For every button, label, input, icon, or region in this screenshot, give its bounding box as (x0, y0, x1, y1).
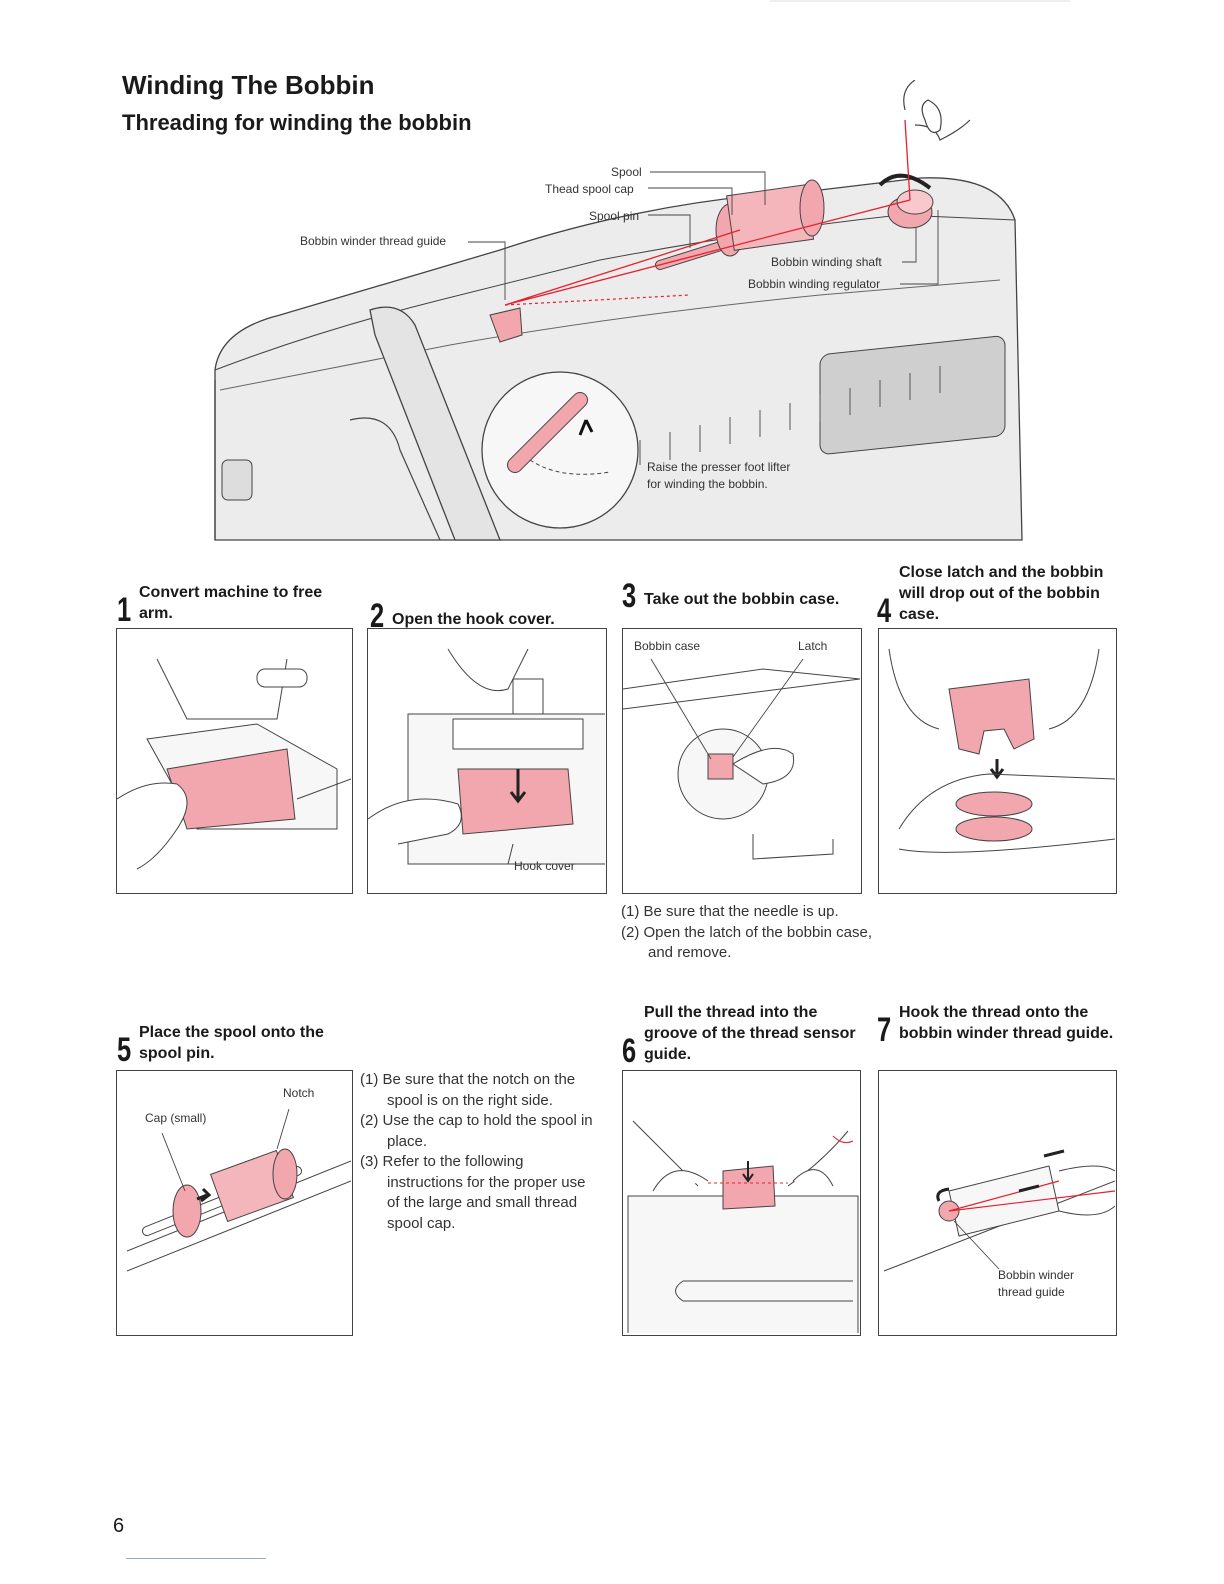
step-7-illustration: Bobbin winder thread guide (878, 1070, 1117, 1336)
label-guide-line1: Bobbin winder (998, 1268, 1075, 1282)
step-number: 2 (370, 597, 385, 635)
step-number: 4 (877, 592, 892, 630)
step-text: Hook the thread onto the bobbin winder t… (899, 1004, 1114, 1042)
step-text: Pull the thread into the groove of the t… (644, 1004, 856, 1063)
step-7-heading: 7 Hook the thread onto the bobbin winder… (877, 1002, 1117, 1049)
label-notch: Notch (283, 1086, 315, 1100)
label-bobbin-winding-shaft: Bobbin winding shaft (771, 255, 882, 269)
step-2-heading: 2 Open the hook cover. (370, 597, 610, 635)
note-item: (1) Be sure that the notch on the spool … (360, 1071, 576, 1109)
label-spool: Spool (611, 165, 642, 179)
step-text: Convert machine to free arm. (139, 584, 323, 622)
step-text: Close latch and the bobbin will drop out… (899, 564, 1104, 623)
note-item: (2) Open the latch of the bobbin case, a… (621, 923, 872, 962)
step-text: Take out the bobbin case. (644, 591, 840, 608)
step-5-illustration: Cap (small) Notch (116, 1070, 353, 1336)
step-number: 5 (117, 1031, 132, 1069)
step-4-heading: 4 Close latch and the bobbin will drop o… (877, 562, 1117, 630)
page-title: Winding The Bobbin (122, 70, 375, 100)
bottom-rule (126, 1558, 266, 1559)
step-1-heading: 1 Convert machine to free arm. (117, 582, 357, 629)
step-number: 7 (877, 1011, 892, 1049)
label-spool-pin: Spool pin (589, 209, 640, 223)
step-3-illustration: Bobbin case Latch (622, 628, 862, 894)
machine-illustration (214, 80, 1023, 541)
label-bobbin-winding-regulator: Bobbin winding regulator (748, 277, 881, 291)
step-1-illustration (116, 628, 353, 894)
step-text: Open the hook cover. (392, 611, 555, 628)
step-number: 3 (622, 577, 637, 615)
label-guide-line2: thread guide (998, 1285, 1065, 1299)
label-cap-small: Cap (small) (145, 1111, 207, 1125)
top-rule (770, 0, 1070, 2)
step-text: Place the spool onto the spool pin. (139, 1024, 324, 1062)
note-item: (1) Be sure that the needle is up. (621, 903, 839, 920)
step-2-illustration: Hook cover (367, 628, 607, 894)
label-hook-cover: Hook cover (514, 859, 575, 873)
page-number: 6 (113, 1515, 125, 1537)
step-3-notes: (1) Be sure that the needle is up. (2) O… (621, 902, 891, 964)
step-6-illustration (622, 1070, 861, 1336)
step-5-heading: 5 Place the spool onto the spool pin. (117, 1022, 357, 1069)
presser-note-line2: for winding the bobbin. (647, 477, 768, 491)
step-number: 1 (117, 591, 132, 629)
label-bobbin-case: Bobbin case (634, 639, 701, 653)
label-bobbin-winder-thread-guide: Bobbin winder thread guide (300, 234, 447, 248)
step-5-notes: (1) Be sure that the notch on the spool … (360, 1070, 600, 1234)
note-item: (2) Use the cap to hold the spool in pla… (360, 1112, 593, 1150)
note-item: (3) Refer to the following instructions … (360, 1153, 586, 1232)
presser-note-line1: Raise the presser foot lifter (647, 460, 791, 474)
step-number: 6 (622, 1032, 637, 1070)
label-latch: Latch (798, 639, 828, 653)
page-subtitle: Threading for winding the bobbin (122, 110, 472, 135)
label-thread-spool-cap: Thead spool cap (545, 182, 634, 196)
step-6-heading: 6 Pull the thread into the groove of the… (622, 1002, 862, 1070)
main-machine-diagram: Spool Thead spool cap Spool pin Bobbin w… (200, 80, 1030, 542)
step-4-illustration (878, 628, 1117, 894)
step-3-heading: 3 Take out the bobbin case. (622, 577, 862, 615)
